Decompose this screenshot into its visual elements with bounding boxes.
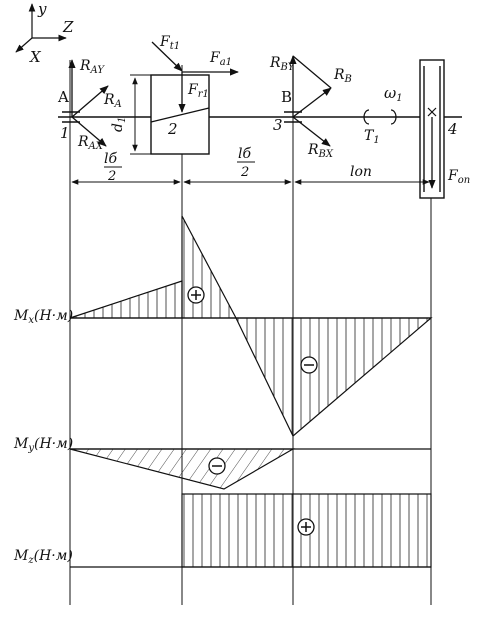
torque-symbols	[363, 109, 397, 125]
dim-lop: lоп	[350, 164, 372, 180]
force-fr1-label: Fr1	[187, 82, 209, 100]
axis-label-y: y	[37, 0, 47, 18]
my-label: My(Н·м)	[13, 436, 73, 454]
point-3-label: 3	[273, 116, 283, 134]
gear-helix-line	[150, 107, 210, 123]
torque-t1-label: T1	[364, 128, 380, 146]
dim-denominator-2: 2	[240, 165, 249, 180]
mx-area-left	[69, 280, 183, 319]
gear-diameter-label: d1	[110, 117, 128, 132]
point-b-label: B	[281, 88, 292, 106]
mz-label: Mz(Н·м)	[13, 548, 73, 566]
reaction-rbx-label: RBX	[307, 142, 334, 160]
reaction-rax-label: RAX	[77, 134, 104, 152]
mx-area-right	[235, 317, 433, 437]
point-2-label: 2	[167, 120, 178, 138]
mx-plus-sign	[187, 286, 205, 304]
mx-area-mid	[181, 215, 237, 319]
point-a-label: A	[57, 88, 69, 106]
pulley-center-mark	[427, 107, 437, 117]
coordinate-axes	[15, 3, 67, 53]
mx-label: Mx(Н·м)	[13, 308, 73, 326]
my-area	[69, 448, 296, 490]
mx-minus-sign	[300, 356, 318, 374]
reaction-rb-label: RB	[333, 67, 352, 85]
dim-denominator-1: 2	[107, 169, 116, 184]
force-fa1-label: Fa1	[209, 50, 232, 68]
reaction-ray-label: RAY	[79, 58, 105, 76]
gear-diameter-dimension	[130, 74, 151, 155]
mz-plus-sign	[297, 518, 315, 536]
force-fop-label: Fоп	[447, 168, 470, 186]
axis-label-x: X	[29, 48, 42, 66]
dim-lb-half-1: lб	[104, 151, 117, 167]
force-ft1-label: Ft1	[159, 34, 180, 52]
reaction-ra-label: RA	[103, 92, 122, 110]
omega-label: ω1	[384, 84, 403, 104]
axis-label-z: Z	[62, 18, 74, 36]
my-minus-sign	[208, 457, 226, 475]
point-1-label: 1	[60, 124, 70, 142]
gear-forces	[151, 41, 239, 113]
support-a-reactions	[68, 59, 109, 147]
support-b-reactions	[289, 55, 332, 147]
point-4-label: 4	[447, 120, 458, 138]
reaction-rby-label: RBY	[269, 55, 296, 73]
dim-lb-half-2: lб	[238, 146, 251, 162]
